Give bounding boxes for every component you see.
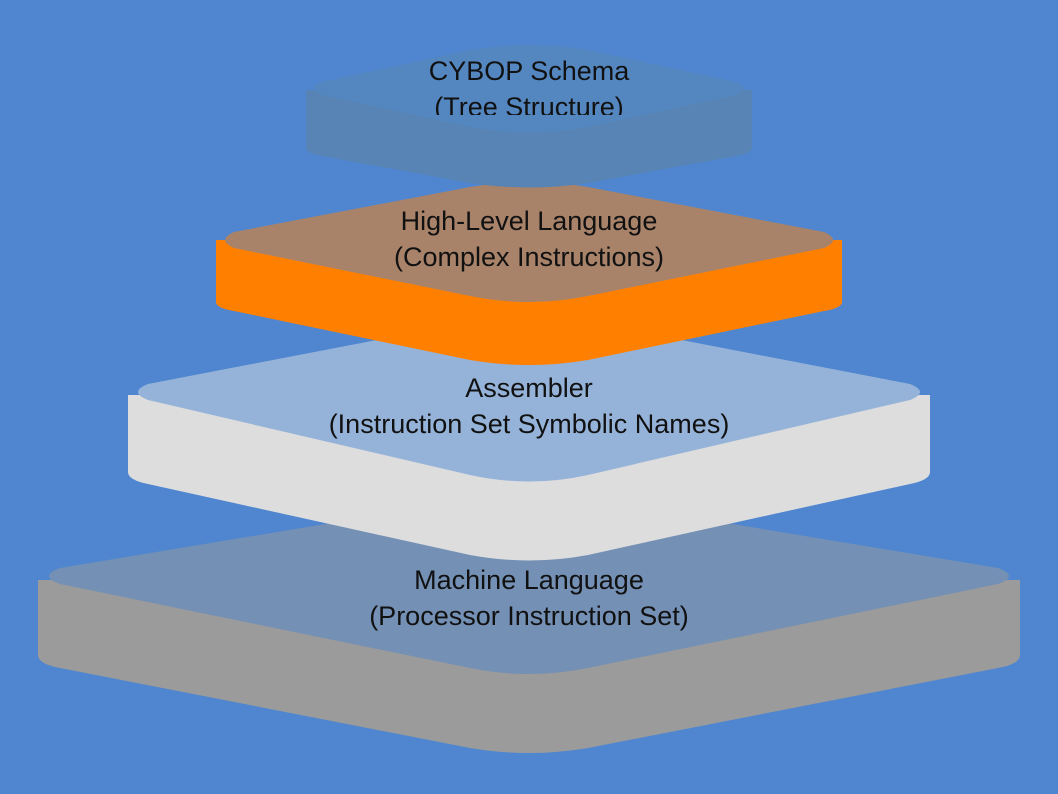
layer-cybop-schema — [306, 45, 752, 188]
layer-assembler-label: Assembler (Instruction Set Symbolic Name… — [0, 370, 1058, 442]
layer-cybop-schema-label: CYBOP Schema (Tree Structure) — [0, 53, 1058, 115]
layer-assembler-top — [138, 317, 920, 482]
layer-high-level-language — [216, 182, 842, 365]
layer-machine-language-subtitle: (Processor Instruction Set) — [369, 601, 689, 631]
layer-high-level-language-subtitle: (Complex Instructions) — [393, 242, 665, 272]
layer-high-level-language-top — [225, 182, 833, 302]
layer-cybop-schema-title: CYBOP Schema — [428, 56, 630, 86]
layer-machine-language — [38, 495, 1020, 753]
layer-machine-language-label: Machine Language (Processor Instruction … — [0, 562, 1058, 634]
layer-assembler — [128, 317, 930, 561]
layer-assembler-title: Assembler — [465, 373, 593, 403]
layer-machine-language-top — [49, 495, 1009, 674]
layer-machine-language-title: Machine Language — [414, 565, 644, 595]
layer-assembler-subtitle: (Instruction Set Symbolic Names) — [328, 409, 730, 439]
layer-cybop-schema-top — [314, 45, 744, 133]
layer-high-level-language-title: High-Level Language — [400, 206, 658, 236]
layer-high-level-language-label: High-Level Language (Complex Instruction… — [0, 203, 1058, 275]
layer-cybop-schema-subtitle: (Tree Structure) — [434, 92, 624, 115]
